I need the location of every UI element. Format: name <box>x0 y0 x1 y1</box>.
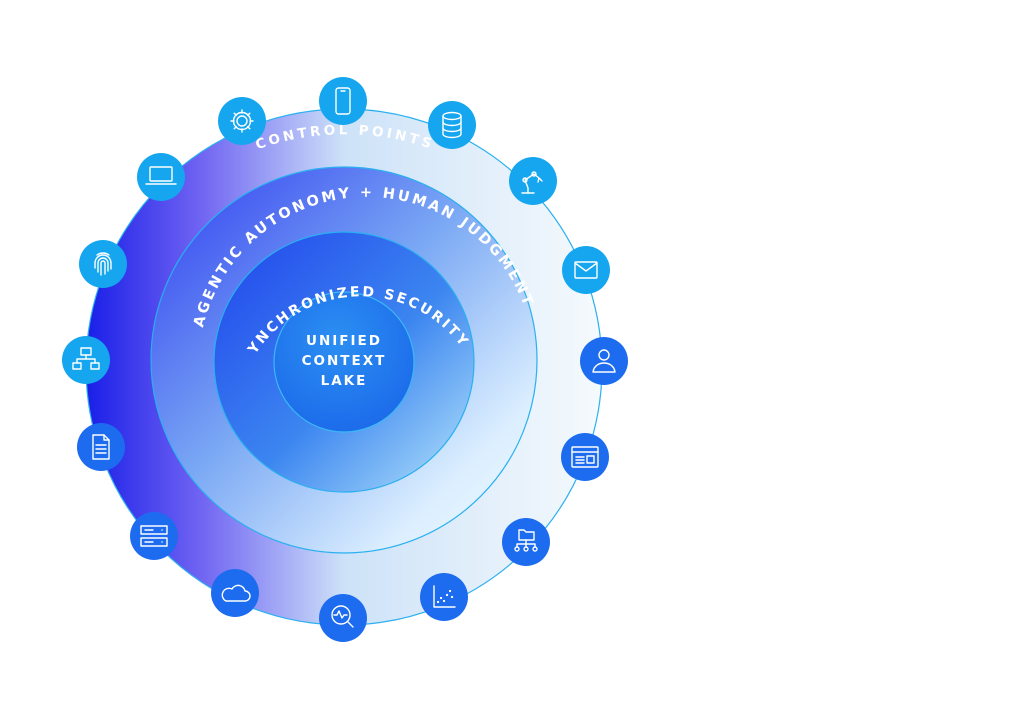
center-label-line1: UNIFIED <box>306 333 382 349</box>
gear-icon[interactable] <box>218 97 266 145</box>
center-label-line3: LAKE <box>321 373 368 389</box>
phone-icon[interactable] <box>319 77 367 125</box>
envelope-icon[interactable] <box>562 246 610 294</box>
database-icon[interactable] <box>428 101 476 149</box>
cloud-icon[interactable] <box>211 569 259 617</box>
scatter-chart-icon[interactable] <box>420 573 468 621</box>
document-icon[interactable] <box>77 423 125 471</box>
user-icon[interactable] <box>580 337 628 385</box>
pulse-search-icon[interactable] <box>319 594 367 642</box>
center-unified-context-lake <box>273 291 415 433</box>
center-label-line2: CONTEXT <box>302 353 387 369</box>
folder-network-icon[interactable] <box>502 518 550 566</box>
server-icon[interactable] <box>130 512 178 560</box>
robot-arm-icon[interactable] <box>509 157 557 205</box>
network-icon[interactable] <box>62 336 110 384</box>
browser-window-icon[interactable] <box>561 433 609 481</box>
fingerprint-icon[interactable] <box>79 240 127 288</box>
laptop-icon[interactable] <box>137 153 185 201</box>
